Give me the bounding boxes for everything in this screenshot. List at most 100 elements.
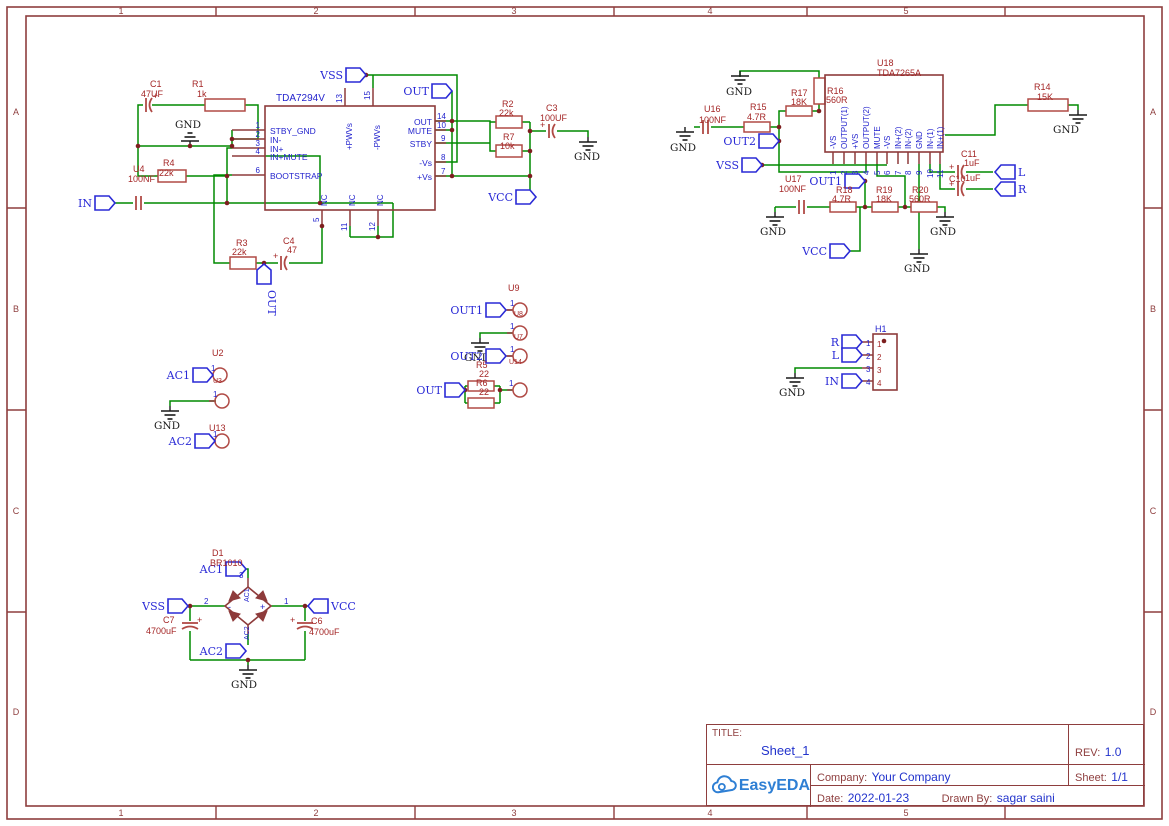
wire[interactable] [529,122,536,198]
text-STBY_GND: STBY_GND [270,126,316,136]
wire[interactable] [289,226,323,264]
wire[interactable] [265,155,321,203]
ic-U18-TDA7265A[interactable] [824,74,944,153]
resistor-R15[interactable] [743,121,771,133]
wire[interactable] [876,164,906,207]
ic-U1-TDA7294V[interactable] [264,105,436,211]
net-port-vss[interactable] [167,598,190,614]
resistor-R16[interactable] [813,77,826,105]
net-port-vcc[interactable] [306,598,329,614]
wire[interactable] [794,367,862,373]
junction-dot [449,127,455,133]
wire[interactable] [226,147,232,203]
wire[interactable] [246,568,249,578]
connector-pin[interactable] [214,393,230,409]
wire[interactable] [778,110,786,127]
wire[interactable] [937,206,946,212]
resistor-R14[interactable] [1027,98,1069,112]
net-port-r[interactable] [993,181,1016,197]
net-port-ac1[interactable] [225,561,248,577]
resistor-R1[interactable] [204,98,246,112]
text-4: 4 [866,378,871,387]
resistor-R7[interactable] [495,144,523,158]
net-port-out1[interactable] [485,302,508,318]
text-R19: R19 [876,185,893,195]
text--: - [228,602,231,612]
connector-U14-pin[interactable] [512,348,528,364]
text-BR1010: BR1010 [210,558,243,568]
junction-dot [527,128,533,134]
net-port-in[interactable] [94,195,117,211]
wire[interactable] [945,104,1028,136]
junction-dot [319,223,325,229]
wire[interactable] [557,130,589,137]
text-IN: IN [78,197,92,210]
net-port-ac1[interactable] [192,367,215,383]
connector-U7-pin[interactable] [512,325,528,341]
text-U16: U16 [704,104,721,114]
easyeda-cloud-icon [712,775,737,794]
capacitor-C3[interactable] [551,123,556,139]
resistor-R6[interactable] [467,397,495,409]
net-port-out[interactable] [444,382,467,398]
text-18K: 18K [791,97,807,107]
connector-pin[interactable] [512,382,528,398]
ic-H1-header[interactable] [872,333,898,391]
text-+: + [949,162,954,172]
capacitor-C11[interactable] [960,164,965,180]
wire[interactable] [739,70,820,78]
net-port-out[interactable] [256,262,272,285]
net-port-out2[interactable] [485,348,508,364]
wire[interactable] [850,207,861,252]
capacitor-C10[interactable] [960,181,965,197]
wire[interactable] [1068,104,1079,110]
text-R15: R15 [750,102,767,112]
wire[interactable] [939,164,955,190]
net-port-out2[interactable] [758,133,781,149]
wire[interactable] [435,120,496,152]
net-port-l[interactable] [841,347,864,363]
text-OUT2: OUT2 [723,135,756,148]
capacitor-C7[interactable] [181,625,199,630]
capacitor-C6[interactable] [296,625,314,630]
net-port-out[interactable] [431,83,454,99]
net-port-out1[interactable] [844,173,867,189]
text-IN-(1): IN-(1) [926,128,935,149]
wire[interactable] [169,400,216,406]
text-GND: GND [904,263,930,275]
net-port-vcc[interactable] [515,189,538,205]
resistor-R18[interactable] [829,201,857,213]
text-2: 2 [866,352,871,361]
wire[interactable] [137,104,158,177]
net-port-l[interactable] [993,164,1016,180]
resistor-R20[interactable] [910,201,938,213]
net-port-vcc[interactable] [829,243,852,259]
net-port-in[interactable] [841,373,864,389]
resistor-R4[interactable] [157,169,187,183]
wire[interactable] [479,332,513,338]
resistor-R2[interactable] [495,115,523,129]
wire[interactable] [213,174,232,264]
rev-label: REV: [1075,747,1101,759]
capacitor-C1[interactable] [148,97,153,113]
resistor-R5[interactable] [467,380,495,392]
resistor-R17[interactable] [785,105,813,117]
net-port-r[interactable] [841,334,864,350]
net-port-vss[interactable] [345,67,368,83]
net-port-vss[interactable] [741,157,764,173]
resistor-R19[interactable] [871,201,899,213]
text-560R: 560R [826,95,848,105]
resistor-R3[interactable] [229,256,257,270]
wire[interactable] [929,164,955,173]
net-port-ac2[interactable] [225,643,248,659]
capacitor-C4[interactable] [283,255,288,271]
wire[interactable] [778,141,867,173]
text-R5: R5 [476,360,488,370]
sheet-value: 1/1 [1111,770,1128,784]
sheet-title[interactable]: Sheet_1 [761,743,810,758]
net-port-ac2[interactable] [194,433,217,449]
connector-U8-pin[interactable] [512,302,528,318]
wire[interactable] [350,203,394,238]
